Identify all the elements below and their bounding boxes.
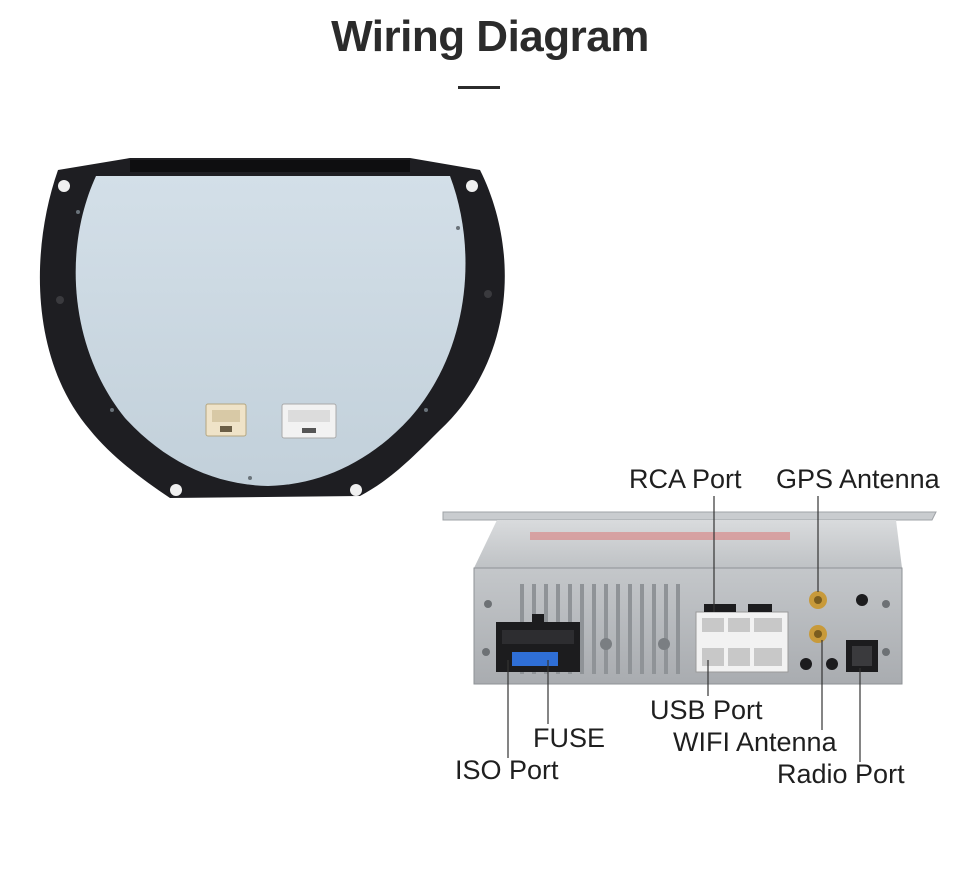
frame-hole (56, 296, 64, 304)
mounting-strip (442, 511, 937, 521)
chassis-unit (442, 511, 937, 685)
frame-hole (350, 484, 362, 496)
head-unit-back (39, 158, 505, 498)
frame-hole (58, 180, 70, 192)
title-underline (458, 86, 500, 89)
iso-connector (496, 614, 580, 672)
plate-connector-right (281, 403, 337, 439)
label-iso-port: ISO Port (455, 755, 559, 785)
rca-usb-block (695, 604, 789, 673)
radio-port (846, 640, 878, 672)
label-radio-port: Radio Port (777, 759, 905, 789)
back-plate (75, 176, 466, 486)
top-cover (474, 520, 902, 568)
label-rca-port: RCA Port (629, 464, 742, 494)
wifi-connector (809, 625, 827, 643)
label-usb-port: USB Port (650, 695, 763, 725)
red-sticker (530, 532, 790, 540)
fuse-block (512, 652, 558, 666)
plate-connector-left (205, 403, 247, 437)
frame-hole (170, 484, 182, 496)
callout-lines (507, 496, 861, 762)
page-title: Wiring Diagram (331, 12, 649, 61)
top-slot (130, 160, 410, 172)
label-wifi-antenna: WIFI Antenna (673, 727, 837, 757)
gps-connector (809, 591, 827, 609)
label-fuse: FUSE (533, 723, 606, 753)
frame-hole (466, 180, 478, 192)
label-gps-antenna: GPS Antenna (776, 464, 940, 494)
frame-hole (484, 290, 492, 298)
